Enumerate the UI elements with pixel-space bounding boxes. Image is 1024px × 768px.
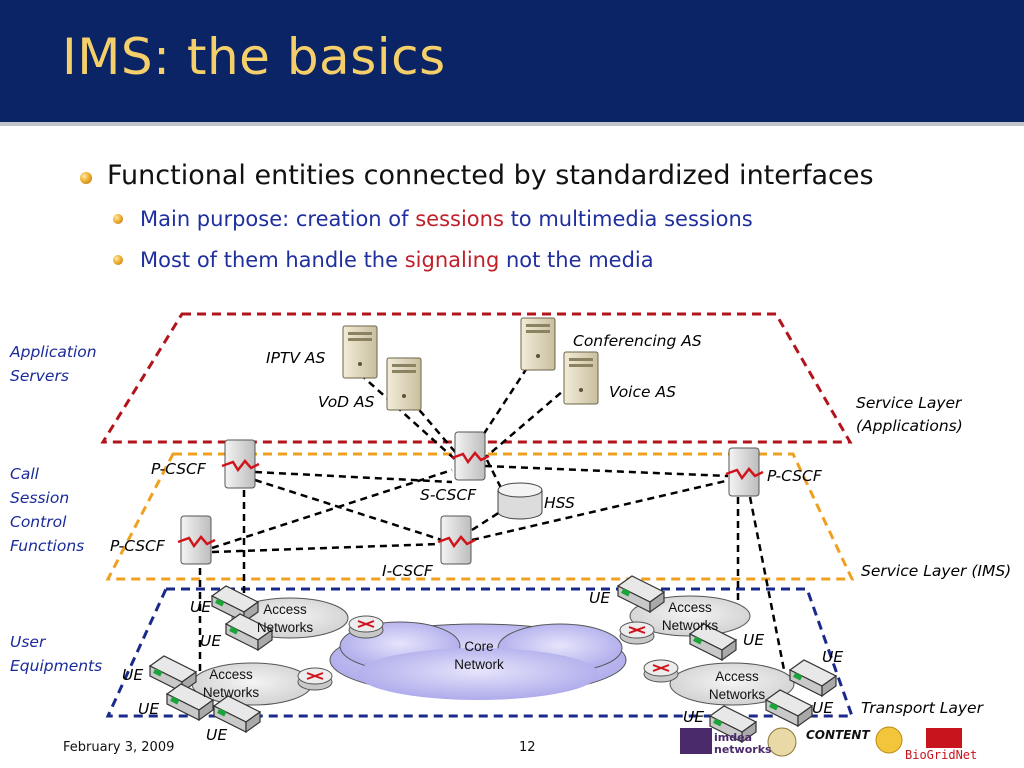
pcscf-right-icon: [724, 446, 765, 498]
label-ue: UE: [206, 726, 228, 744]
madrid-flag-icon: [926, 728, 962, 748]
router-icon: [297, 667, 333, 691]
footer-logo-content: CONTENT: [806, 728, 870, 742]
router-icon: [348, 615, 384, 639]
footer-logo-imdea: imdea networks: [714, 731, 772, 756]
iptv-server-icon: [342, 325, 378, 379]
label-service-layer-apps: Service Layer(Applications): [856, 394, 963, 435]
router-icon: [643, 659, 679, 683]
label-ue: UE: [812, 699, 834, 717]
label-ue: UE: [138, 700, 160, 718]
signaling-links: [198, 367, 790, 691]
label-pcscf-top-left: P-CSCF: [151, 460, 206, 478]
label-ue: UE: [190, 598, 212, 616]
bullet-sub-1-text-a: Main purpose: creation of: [140, 207, 416, 231]
scscf-icon: [450, 430, 491, 482]
label-service-layer-ims: Service Layer (IMS): [861, 562, 1012, 580]
label-access-networks-br: Access Networks: [708, 669, 766, 702]
ue-device-icon: [149, 655, 197, 693]
bullet-sub-2-text-c: not the media: [499, 248, 654, 272]
label-pcscf-right: P-CSCF: [767, 467, 822, 485]
label-hss: HSS: [544, 494, 575, 512]
pcscf-left-icon: [176, 514, 217, 566]
bullet-sub-1: Main purpose: creation of sessions to mu…: [140, 207, 753, 231]
footer-page-number: 12: [519, 740, 536, 755]
router-icon: [619, 621, 655, 645]
conferencing-server-icon: [520, 317, 556, 371]
transport-layer-border: [105, 587, 855, 718]
icscf-icon: [436, 514, 477, 566]
application-layer-border: [100, 312, 853, 444]
label-ue: UE: [200, 632, 222, 650]
label-iptv-as: IPTV AS: [266, 349, 326, 367]
bullet-marker-icon: [113, 255, 123, 265]
bullet-sub-2-highlight: signaling: [404, 248, 500, 272]
footer-date: February 3, 2009: [63, 740, 175, 755]
label-ue: UE: [122, 666, 144, 684]
footer-logos: [680, 726, 962, 757]
bullet-marker-icon: [80, 172, 92, 184]
bullet-sub-1-text-c: to multimedia sessions: [503, 207, 753, 231]
label-pcscf-left: P-CSCF: [110, 537, 165, 555]
label-transport-layer: Transport Layer: [861, 699, 983, 717]
ue-device-icon: [765, 689, 813, 727]
label-core-network: Core Network: [454, 639, 504, 672]
core-network-cloud-icon: [329, 621, 627, 700]
label-voice-as: Voice AS: [609, 383, 676, 401]
title-bar: [0, 0, 1024, 126]
label-scscf: S-CSCF: [420, 486, 477, 504]
label-conferencing-as: Conferencing AS: [573, 332, 702, 350]
slide-title: IMS: the basics: [62, 28, 446, 86]
bullet-main: Functional entities connected by standar…: [107, 160, 874, 191]
bullet-sub-2-text-a: Most of them handle the: [140, 248, 405, 272]
label-access-networks-bl: Access Networks: [202, 667, 260, 700]
hss-database-icon: [497, 482, 543, 520]
pcscf-top-left-icon: [220, 438, 261, 490]
ims-layer-border: [105, 452, 855, 581]
label-ue: UE: [743, 631, 765, 649]
voice-server-icon: [563, 351, 599, 405]
footer-logo-biogridnet: BioGridNet: [905, 748, 978, 762]
seal-logo-icon: [767, 727, 797, 757]
imdea-logo-block: [680, 728, 712, 754]
label-ue: UE: [822, 648, 844, 666]
bullet-sub-2: Most of them handle the signaling not th…: [140, 248, 654, 272]
label-ue: UE: [589, 589, 611, 607]
label-icscf: I-CSCF: [382, 562, 433, 580]
smiley-logo-icon: [875, 726, 903, 754]
bullet-sub-1-highlight: sessions: [415, 207, 504, 231]
bullet-marker-icon: [113, 214, 123, 224]
vod-server-icon: [386, 357, 422, 411]
label-access-networks-tr: Access Networks: [661, 600, 719, 633]
label-vod-as: VoD AS: [318, 393, 375, 411]
label-ue: UE: [683, 708, 705, 726]
label-access-networks-tl: Access Networks: [256, 602, 314, 635]
